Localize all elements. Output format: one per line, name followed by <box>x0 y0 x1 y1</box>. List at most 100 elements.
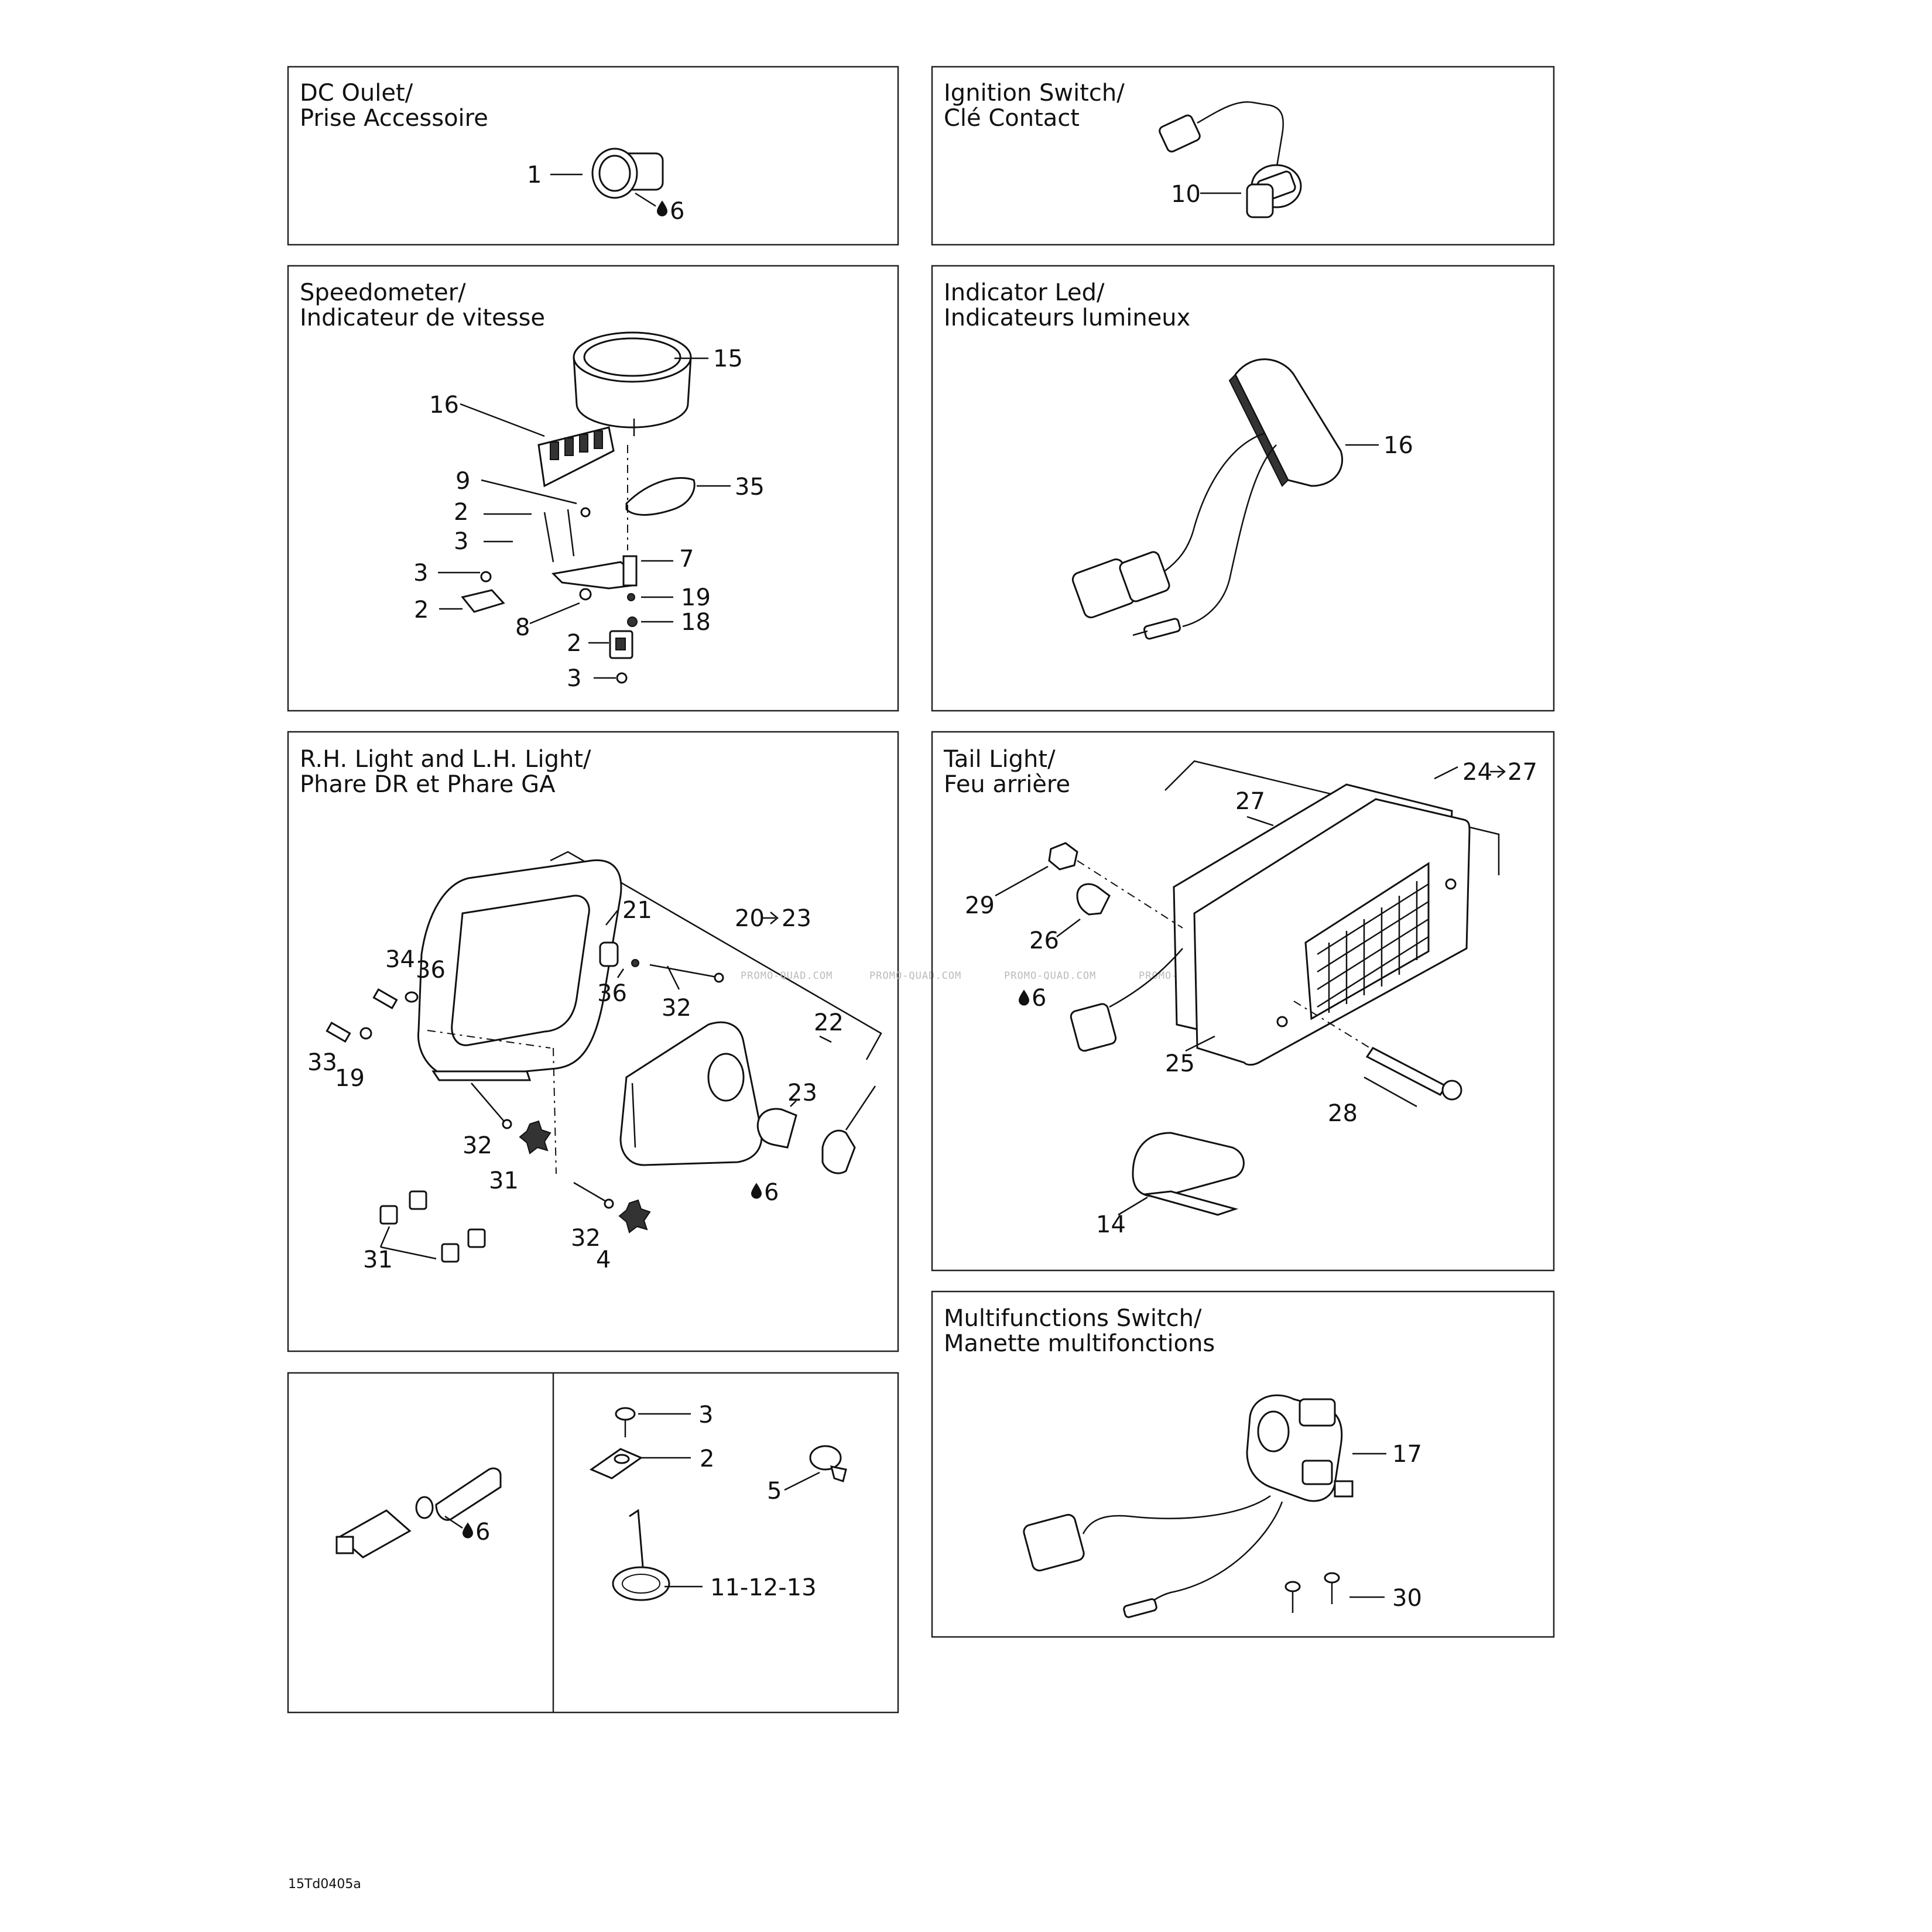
arrow-right-icon <box>762 912 779 924</box>
headlight-frame-part <box>417 859 622 1081</box>
dc-outlet-title-1: DC Oulet/ <box>300 80 413 107</box>
bulb-part <box>756 1108 797 1149</box>
callout-8: 8 <box>515 614 530 641</box>
watermark-3: PROMO-QUAD.COM <box>1004 970 1096 982</box>
callout-29: 29 <box>965 892 995 919</box>
panel-speedometer: Speedometer/ Indicateur de vitesse 15 16… <box>287 265 899 712</box>
callout-23: 23 <box>787 1080 817 1107</box>
headlight-title-1: R.H. Light and L.H. Light/ <box>300 746 591 773</box>
lens-cover-part <box>625 477 696 516</box>
callout-11-12-13: 11-12-13 <box>710 1574 817 1601</box>
panel-headlight: R.H. Light and L.H. Light/ Phare DR et P… <box>287 731 899 1352</box>
callout-3b: 3 <box>413 560 428 587</box>
callout-1: 1 <box>527 162 542 189</box>
callout-18: 18 <box>681 609 711 636</box>
ignition-title-2: Clé Contact <box>944 105 1080 132</box>
callout-6-headlight: 6 <box>764 1179 779 1206</box>
callout-32c: 32 <box>571 1225 601 1252</box>
watermark-1: PROMO-QUAD.COM <box>741 970 833 982</box>
callout-31b: 4 <box>596 1246 611 1273</box>
callout-7: 7 <box>679 546 694 573</box>
callout-3a: 3 <box>454 528 468 555</box>
panel-indicator-led: Indicator Led/ Indicateurs lumineux 16 <box>931 265 1555 712</box>
callout-31a: 31 <box>489 1167 519 1194</box>
callout-33: 33 <box>307 1049 337 1076</box>
arrow-right-icon-tail <box>1490 765 1506 778</box>
clip-part-bottom <box>609 630 633 659</box>
callout-26: 26 <box>1029 927 1059 954</box>
multiswitch-title-1: Multifunctions Switch/ <box>944 1305 1202 1332</box>
headlight-title-2: Phare DR et Phare GA <box>300 771 556 798</box>
rivet-part <box>809 1445 847 1482</box>
callout-30: 30 <box>1392 1585 1422 1612</box>
callout-20: 20 <box>735 905 765 932</box>
callout-6-misc: 6 <box>475 1519 490 1546</box>
callout-15: 15 <box>713 345 743 372</box>
callout-25: 25 <box>1165 1050 1195 1077</box>
terminal-connector-part <box>335 1467 502 1558</box>
sealant-drop-icon-misc <box>463 1522 473 1539</box>
clamp-part <box>1132 1132 1245 1216</box>
speedo-bracket-part <box>543 507 638 590</box>
cable-tie-part <box>612 1509 670 1601</box>
panel-misc-fasteners: 6 3 2 5 11-12-13 <box>287 1372 899 1714</box>
drawing-code: 15Td0405a <box>288 1877 361 1892</box>
watermark-2: PROMO-QUAD.COM <box>869 970 961 982</box>
callout-4: 31 <box>363 1246 393 1273</box>
dc-outlet-socket <box>591 148 664 199</box>
ignition-switch-part <box>1159 101 1302 218</box>
sealant-drop-icon <box>657 200 667 217</box>
multiswitch-title-2: Manette multifonctions <box>944 1330 1215 1357</box>
speedo-title-1: Speedometer/ <box>300 279 466 306</box>
taillight-title-1: Tail Light/ <box>943 746 1056 773</box>
callout-23-range: 23 <box>782 905 811 932</box>
callout-2-misc: 2 <box>700 1445 714 1472</box>
grommet-part <box>599 941 639 967</box>
callout-19-headlight: 19 <box>335 1065 365 1092</box>
screw-3-part <box>615 1407 636 1437</box>
callout-16-indicator: 16 <box>1383 432 1413 459</box>
callout-3c: 3 <box>567 665 581 692</box>
ignition-title-1: Ignition Switch/ <box>944 80 1125 107</box>
panel-multifunction-switch: Multifunctions Switch/ Manette multifonc… <box>931 1290 1555 1638</box>
multifunction-switch-part <box>1023 1394 1354 1618</box>
panel-tail-light: Tail Light/ Feu arrière 27 24 27 29 26 6 <box>931 731 1555 1272</box>
speed-nut-parts <box>379 1190 486 1263</box>
callout-19: 19 <box>681 584 711 611</box>
callout-27-range: 27 <box>1508 759 1537 786</box>
callout-24: 24 <box>1462 759 1492 786</box>
callout-16: 16 <box>429 392 459 419</box>
callout-5-misc: 5 <box>767 1478 782 1505</box>
callout-34: 34 <box>385 946 415 973</box>
callout-28: 28 <box>1328 1100 1358 1127</box>
callout-27: 27 <box>1235 788 1265 815</box>
switch-screws-part <box>1284 1572 1340 1613</box>
clip-2-part <box>589 1448 643 1479</box>
headlight-housing-part <box>619 1021 763 1166</box>
indicator-led-part <box>1071 358 1344 640</box>
speedo-title-2: Indicateur de vitesse <box>300 304 545 331</box>
callout-2b: 2 <box>414 597 429 624</box>
callout-10: 10 <box>1171 181 1201 208</box>
panel-ignition-switch: Ignition Switch/ Clé Contact 10 <box>931 66 1555 246</box>
callout-2c: 2 <box>567 630 581 657</box>
callout-17: 17 <box>1392 1441 1422 1468</box>
panel-dc-outlet: DC Oulet/ Prise Accessoire 1 6 <box>287 66 899 246</box>
indicator-title-1: Indicator Led/ <box>944 279 1105 306</box>
callout-6-tail: 6 <box>1032 985 1046 1012</box>
led-housing-part <box>537 426 615 488</box>
clip-part-left <box>461 571 505 613</box>
callout-6: 6 <box>670 198 684 225</box>
tail-light-assembly <box>1173 783 1471 1066</box>
socket-part <box>821 1129 856 1174</box>
callout-32a: 32 <box>662 995 691 1022</box>
sealant-drop-icon-headlight <box>751 1183 762 1199</box>
callout-36a: 36 <box>416 957 446 984</box>
sealant-drop-icon-tail <box>1019 989 1029 1006</box>
callout-21: 21 <box>622 897 652 924</box>
tail-connector-part <box>1070 948 1183 1052</box>
callout-9: 9 <box>455 468 470 495</box>
taillight-title-2: Feu arrière <box>944 771 1070 798</box>
callout-3-misc: 3 <box>698 1402 713 1429</box>
